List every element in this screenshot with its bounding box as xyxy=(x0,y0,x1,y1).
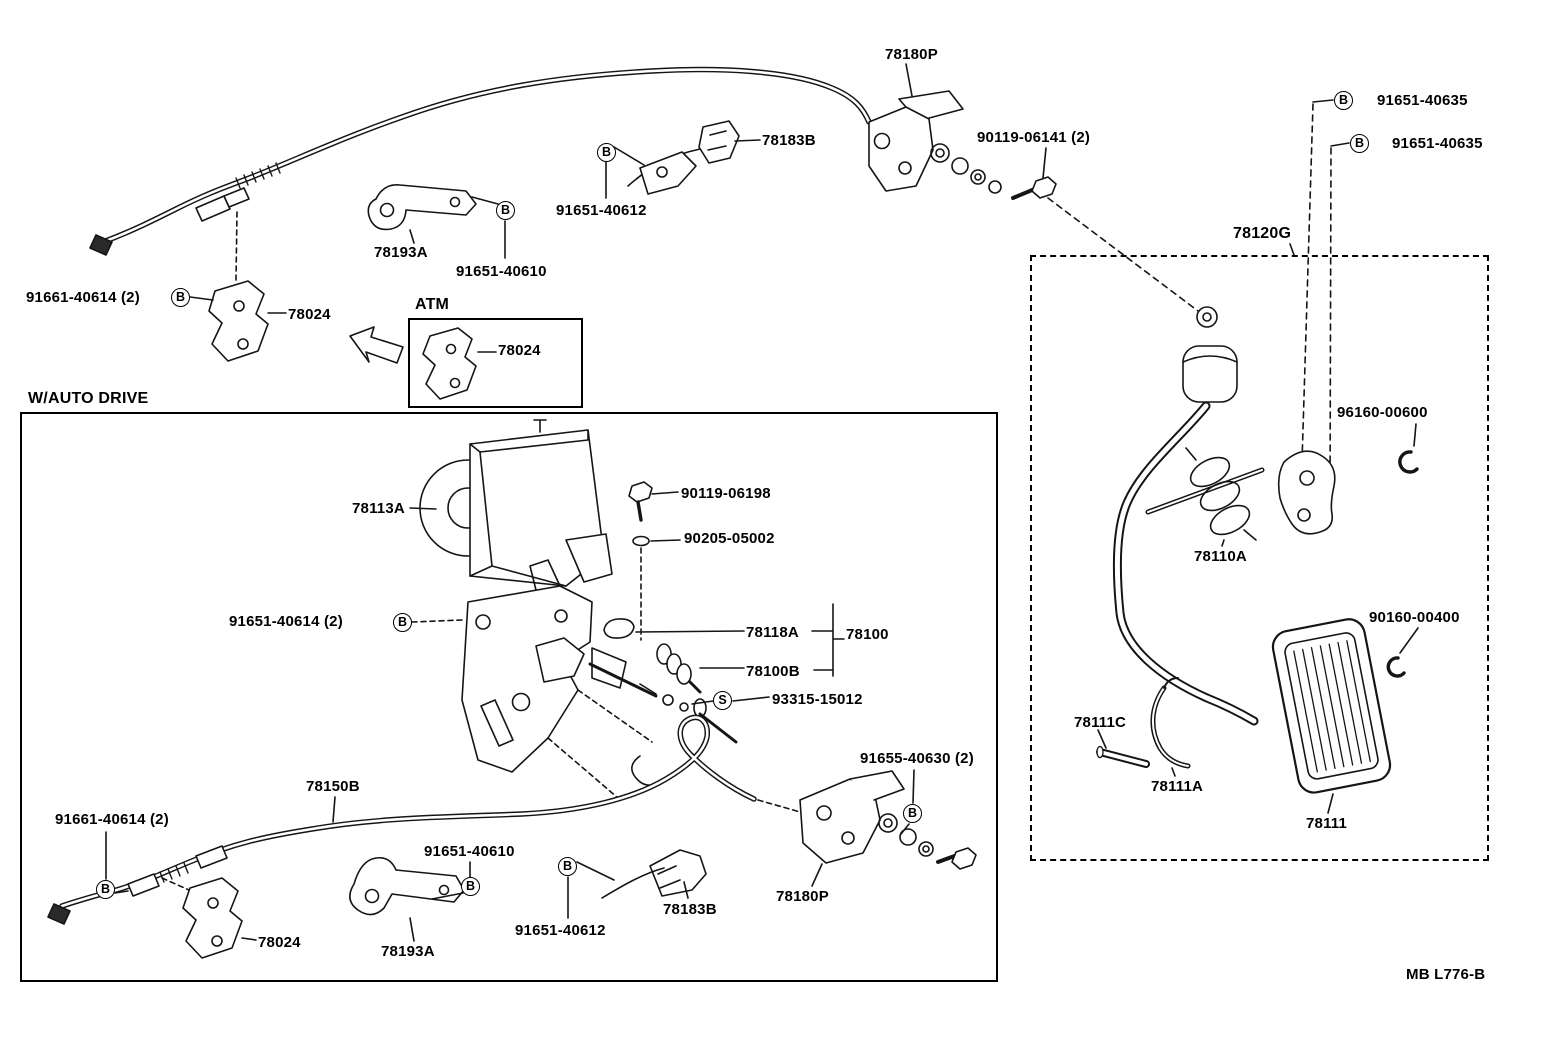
part-label-78180p-bottom: 78180P xyxy=(776,888,829,905)
part-label-78024-top: 78024 xyxy=(288,306,331,323)
link-78100b-art xyxy=(656,643,745,694)
part-label-91651-40614: 91651-40614 (2) xyxy=(229,613,343,630)
bracket-78024-top-art xyxy=(189,280,287,362)
bracket-78193a-bottom-art xyxy=(349,856,471,942)
part-label-78183b-top: 78183B xyxy=(762,132,816,149)
pedal-group-dashed-box xyxy=(1030,255,1489,861)
part-label-90119-06141: 90119-06141 (2) xyxy=(977,129,1091,146)
part-label-78100b: 78100B xyxy=(746,663,800,680)
part-label-78118a: 78118A xyxy=(746,624,799,641)
pedal-group-box-label: 78120G xyxy=(1233,225,1292,242)
part-label-91651-40612-top: 91651-40612 xyxy=(556,202,647,219)
badge-b-91651-40612-bottom: B xyxy=(558,857,577,876)
part-label-91651-40635-2: 91651-40635 xyxy=(1392,135,1483,152)
part-label-91655-40630: 91655-40630 (2) xyxy=(860,750,974,767)
part-label-91661-40614-bottom: 91661-40614 (2) xyxy=(55,811,169,828)
badge-b-91651-40635-1: B xyxy=(1334,91,1353,110)
part-label-78193a-bottom: 78193A xyxy=(381,943,435,960)
part-label-78110a: 78110A xyxy=(1194,548,1247,565)
part-label-78024-atm: 78024 xyxy=(498,342,541,359)
atm-box-label: ATM xyxy=(415,296,450,313)
part-label-91651-40610-top: 91651-40610 xyxy=(456,263,547,280)
part-label-78150b: 78150B xyxy=(306,778,360,795)
part-label-78183b-bottom: 78183B xyxy=(663,901,717,918)
pedal-bracket-78100-art xyxy=(411,559,653,799)
badge-b-91651-40612-top: B xyxy=(597,143,616,162)
part-label-78111a: 78111A xyxy=(1151,778,1204,795)
joint-93315-art xyxy=(639,683,770,712)
part-label-78024-bottom: 78024 xyxy=(258,934,301,951)
part-label-91651-40635-1: 91651-40635 xyxy=(1377,92,1468,109)
drawing-code: MB L776-B xyxy=(1406,966,1486,983)
throttle-cable-art xyxy=(89,66,872,281)
badge-b-91651-40635-2: B xyxy=(1350,134,1369,153)
badge-b-91651-40610-bottom: B xyxy=(461,877,480,896)
bracket-78024-bottom-art xyxy=(105,831,257,959)
part-label-91651-40610-bottom: 91651-40610 xyxy=(424,843,515,860)
spring-78110a-art xyxy=(1185,447,1257,547)
clip-78183b-top-art xyxy=(605,120,761,199)
bolt-90119-06198-art xyxy=(628,481,681,641)
pedal-bolt-dash-lines xyxy=(1289,99,1350,498)
badge-b-91651-40614: B xyxy=(393,613,412,632)
pad-78118a-art xyxy=(603,603,845,677)
auto-drive-box-label: W/AUTO DRIVE xyxy=(28,390,149,407)
part-label-91651-40612-bottom: 91651-40612 xyxy=(515,922,606,939)
part-label-78113a: 78113A xyxy=(352,500,405,517)
cable-bracket-78180p-top-art xyxy=(868,63,1199,312)
part-label-78180p-top: 78180P xyxy=(885,46,938,63)
pedal-assembly-art xyxy=(1096,306,1419,814)
cable-78150b-art xyxy=(47,714,757,925)
badge-b-91651-40610-top: B xyxy=(496,201,515,220)
part-label-91661-40614-top: 91661-40614 (2) xyxy=(26,289,140,306)
part-label-90205-05002: 90205-05002 xyxy=(684,530,775,547)
part-label-78193a-top: 78193A xyxy=(374,244,428,261)
part-label-90160-00400: 90160-00400 xyxy=(1369,609,1460,626)
pedal-pad-78111-art xyxy=(1271,618,1392,794)
clip-78183b-bottom-art xyxy=(567,849,707,919)
cable-bracket-78180p-bottom-art xyxy=(757,769,977,887)
atm-variant-box xyxy=(408,318,583,408)
atm-callout-art xyxy=(349,326,497,400)
badge-b-91661-40614-bottom: B xyxy=(96,880,115,899)
part-label-90119-06198: 90119-06198 xyxy=(681,485,771,502)
part-label-93315-15012: 93315-15012 xyxy=(772,691,863,708)
part-label-78111: 78111 xyxy=(1306,815,1348,832)
actuator-78113a-art xyxy=(409,419,613,587)
part-label-78111c: 78111C xyxy=(1074,714,1127,731)
bracket-78193a-top-art xyxy=(367,183,506,259)
badge-s-93315-15012: S xyxy=(713,691,732,710)
part-label-78100: 78100 xyxy=(846,626,889,643)
rod-spring-art xyxy=(588,662,738,786)
auto-drive-variant-box xyxy=(20,412,998,982)
part-label-96160-00600: 96160-00600 xyxy=(1337,404,1428,421)
badge-b-91661-40614-top: B xyxy=(171,288,190,307)
badge-b-91655-40630: B xyxy=(903,804,922,823)
